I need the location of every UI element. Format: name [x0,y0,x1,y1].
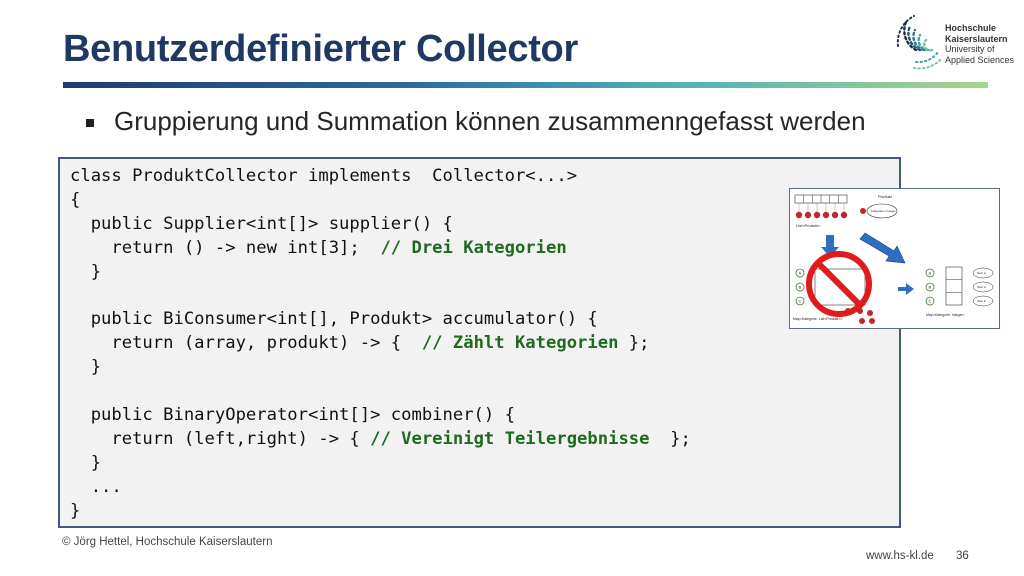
code-line: ... [70,476,122,497]
prohibition-sign-icon [806,251,872,317]
produkt-legend: Produkt Kategorie / Integer [860,194,898,219]
letter-a: A [799,271,802,276]
code-block: class ProduktCollector implements Collec… [58,157,901,528]
map-right: A B C Sum A Sum A Sum A Map<Kategorie, I… [925,266,994,317]
logo-text: Hochschule Kaiserslautern University of … [945,23,1014,65]
logo-line-1: Hochschule [945,23,997,33]
code-line: public Supplier<int[]> supplier() { [70,213,453,234]
list-label: List<Produkt> [796,223,821,228]
code-line: { [70,189,81,210]
code-line: }; [649,428,691,449]
product-list: List<Produkt> [794,194,848,228]
map-left-label: Map<Kategorie, List<Produkt>> [793,317,842,321]
kategorie-label: Kategorie / Integer [871,209,896,213]
sum-label: Sum A [977,271,986,275]
code-line: return (left,right) -> { [70,428,371,449]
produkt-label: Produkt [878,194,893,199]
code-line: } [70,500,81,521]
collector-diagram: List<Produkt> Produkt Kategorie / Intege… [789,188,1000,329]
logo-line-2: Kaiserslautern [945,33,1008,44]
footer-copyright: © Jörg Hettel, Hochschule Kaiserslautern [62,536,273,548]
letter-a: A [929,271,932,276]
code-line: } [70,452,102,473]
title-rule [63,82,988,88]
letter-b: B [799,285,802,290]
bullet-item: Gruppierung und Summation können zusamme… [86,106,866,137]
page-number: 36 [956,550,969,562]
sum-label: Sum A [977,299,986,303]
diagram-canvas: List<Produkt> Produkt Kategorie / Intege… [793,194,994,324]
code-line: }; [618,333,650,354]
logo-line-3: University of [945,44,995,54]
footer-url[interactable]: www.hs-kl.de [866,550,934,562]
code-line: class ProduktCollector implements Collec… [70,166,578,186]
code-line: return () -> new int[3]; [70,237,381,258]
code-comment: // Zählt Kategorien [421,333,619,354]
bullet-text: Gruppierung und Summation können zusamme… [114,106,866,136]
slide-title: Benutzerdefinierter Collector [63,28,578,70]
code-line: public BiConsumer<int[], Produkt> accumu… [70,309,598,330]
code-line: return (array, produkt) -> { [70,333,422,354]
map-right-label: Map<Kategorie, Integer> [926,313,965,317]
letter-c: C [799,299,802,304]
code-comment: // Drei Kategorien [380,237,567,258]
logo-line-4: Applied Sciences [945,54,1015,65]
code-line: } [70,357,102,378]
letter-c: C [929,299,932,304]
square-bullet-icon [86,118,94,127]
code-listing: class ProduktCollector implements Collec… [70,165,691,524]
sum-label: Sum A [977,285,986,289]
university-logo-icon [896,15,943,70]
code-line: } [70,261,102,282]
code-line: public BinaryOperator<int[]> combiner() … [70,405,515,426]
letter-b: B [929,285,932,290]
code-comment: // Vereinigt Teilergebnisse [370,428,650,449]
